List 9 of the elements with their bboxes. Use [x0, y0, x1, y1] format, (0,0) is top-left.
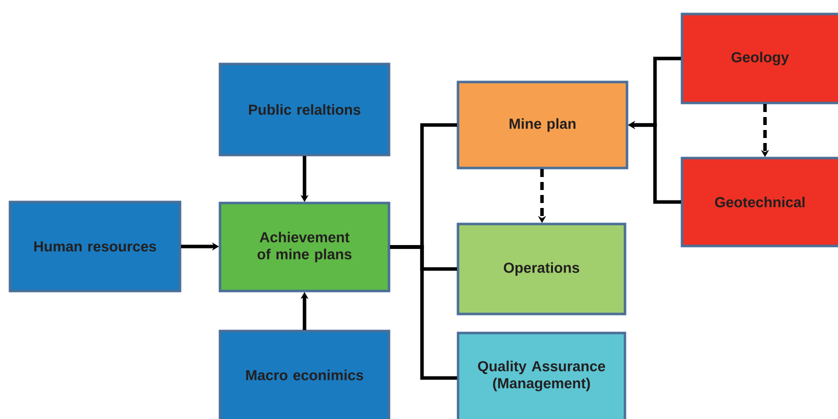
process-box: Public relaltions [218, 62, 390, 156]
process-box: Quality Assurance (Management) [456, 332, 626, 419]
process-box: Macro econimics [218, 330, 390, 419]
process-box: Mine plan [456, 80, 628, 170]
process-box: Operations [456, 222, 626, 316]
process-box: Geology [680, 12, 838, 104]
process-box: Human resources [8, 200, 182, 292]
process-box: Geotechnical [680, 156, 838, 248]
process-box: Achievement of mine plans [218, 202, 390, 292]
